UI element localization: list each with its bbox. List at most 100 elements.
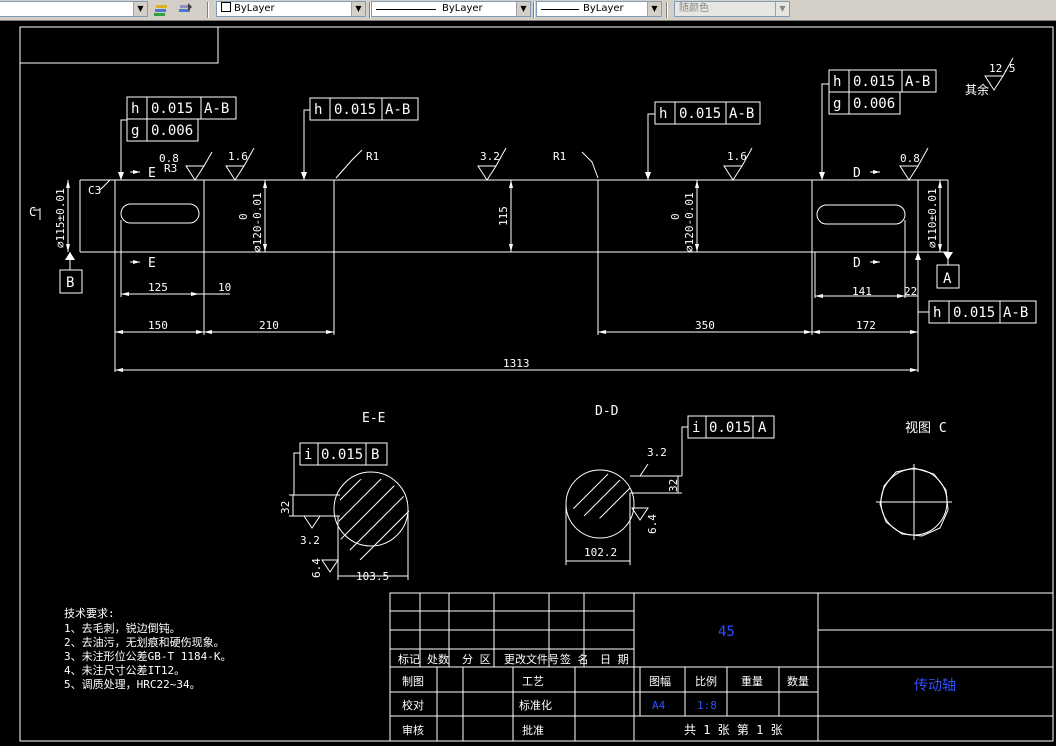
lineweight-value: ByLayer [583, 3, 624, 14]
fcf-value: 0.015 [334, 102, 376, 118]
tb-col-label: 数量 [787, 675, 809, 688]
section-dd [565, 426, 688, 565]
chevron-down-icon[interactable]: ▼ [351, 2, 365, 16]
toolbar-separator [369, 2, 371, 18]
dim-diameter: ⌀120-0.01 [683, 192, 696, 252]
color-swatch-icon [221, 2, 231, 12]
fcf-value: 0.006 [853, 96, 895, 112]
linetype-select[interactable]: ByLayer ▼ [371, 1, 531, 17]
tb-row-label: 审核 [402, 723, 424, 737]
lineweight-select[interactable]: ByLayer ▼ [536, 1, 662, 17]
toolbar-separator [666, 2, 668, 18]
toolbar-separator [533, 2, 535, 18]
view-arrow-label: C [29, 205, 36, 219]
tb-header: 签 名 [560, 652, 589, 666]
fcf-datum: A-B [385, 102, 410, 118]
tb-row-label: 工艺 [522, 675, 544, 688]
chevron-down-icon[interactable]: ▼ [516, 2, 530, 16]
tb-size: A4 [652, 699, 666, 712]
dim-diameter: 115 [497, 206, 510, 226]
fcf-value: 0.015 [953, 305, 995, 321]
dim-length: 172 [856, 319, 876, 332]
layers-icon[interactable] [152, 1, 170, 18]
color-value: ByLayer [234, 3, 275, 14]
tb-scale: 1:8 [697, 699, 717, 712]
plotstyle-select: 随颜色 ▼ [674, 1, 790, 17]
shaft-outline [79, 179, 949, 253]
chamfer-label: C3 [88, 184, 101, 197]
fcf-datum: A-B [729, 106, 754, 122]
fcf-symbol: h [659, 106, 667, 122]
fcf-value: 0.015 [151, 101, 193, 117]
drawing-canvas[interactable]: h 0.015 A-B g 0.006 h 0.015 A-B h 0.015 … [0, 20, 1056, 746]
tb-header: 更改文件号 [504, 652, 559, 666]
fcf-symbol: i [692, 420, 700, 436]
title-block [389, 592, 1054, 742]
tb-col-label: 比例 [695, 674, 717, 688]
view-title: 视图 C [905, 421, 947, 436]
fcf-value: 0.015 [709, 420, 751, 436]
fcf-datum: A [758, 420, 767, 436]
fcf-symbol: g [131, 123, 139, 139]
tb-row-label: 标准化 [519, 698, 552, 712]
roughness-symbols [185, 57, 1014, 181]
dim-length: 141 [852, 285, 872, 298]
fcf-symbol: g [833, 96, 841, 112]
section-markers [33, 171, 880, 263]
roughness-value: 12.5 [989, 62, 1016, 75]
fcf-symbol: i [304, 447, 312, 463]
fcf-datum: B [371, 447, 379, 463]
part-name: 传动轴 [914, 678, 956, 694]
fcf-value: 0.006 [151, 123, 193, 139]
roughness-value: 0.8 [159, 152, 179, 165]
chevron-down-icon[interactable]: ▼ [133, 2, 147, 16]
roughness-value: 3.2 [300, 534, 320, 547]
datum-a-label: A [943, 271, 952, 287]
dim-length: 150 [148, 319, 168, 332]
dim-keyway-depth: 32 [279, 501, 292, 514]
roughness-value: 1.6 [228, 150, 248, 163]
dim-keyway-width: 103.5 [356, 570, 389, 583]
fillet-label: R1 [366, 150, 379, 163]
tb-row-label: 制图 [402, 675, 424, 688]
color-combo-end[interactable]: ▼ [0, 1, 148, 17]
color-swatch-label: ByLayer [221, 2, 275, 16]
fcf-datum: A-B [905, 74, 930, 90]
tb-header: 日 期 [600, 653, 629, 666]
fcf-value: 0.015 [853, 74, 895, 90]
roughness-value: 3.2 [480, 150, 500, 163]
fcf-symbol: h [833, 74, 841, 90]
dim-length: 350 [695, 319, 715, 332]
view-c [876, 464, 952, 540]
tb-header: 处数 [427, 653, 449, 666]
section-label: D [853, 256, 861, 271]
layer-previous-icon[interactable] [176, 1, 194, 18]
section-title: D-D [595, 404, 619, 419]
fcf-leader-arrows [118, 172, 921, 260]
tech-req-item: 3、未注形位公差GB-T 1184-K。 [64, 649, 231, 663]
tech-req-item: 2、去油污，无划痕和硬伤现象。 [64, 635, 225, 649]
section-label: D [853, 166, 861, 181]
dimension-arrows [66, 180, 942, 372]
fcf-symbol: h [933, 305, 941, 321]
dim-tolerance-zero: 0 [669, 213, 682, 220]
linetype-preview [376, 9, 436, 10]
frame-corner-box [20, 27, 219, 64]
properties-toolbar: ▼ ByLayer ▼ ByLayer ▼ ByLayer ▼ 随颜色 ▼ [0, 0, 1056, 21]
dim-length: 210 [259, 319, 279, 332]
toolbar-separator [207, 2, 209, 18]
datum-b-label: B [66, 275, 74, 291]
section-label: E [148, 256, 156, 271]
linetype-value: ByLayer [442, 3, 483, 14]
color-select[interactable]: ByLayer ▼ [216, 1, 366, 17]
roughness-value: 6.4 [310, 558, 323, 578]
dim-tolerance-zero: 0 [237, 213, 250, 220]
roughness-value: 1.6 [727, 150, 747, 163]
chevron-down-icon[interactable]: ▼ [647, 2, 661, 16]
tb-col-label: 图幅 [649, 675, 671, 688]
dim-keyway-depth: 32 [667, 479, 680, 492]
fcf-datum: A-B [204, 101, 229, 117]
tech-req-item: 1、去毛刺，锐边倒钝。 [64, 621, 181, 635]
roughness-value: 6.4 [646, 514, 659, 534]
fcf-value: 0.015 [321, 447, 363, 463]
